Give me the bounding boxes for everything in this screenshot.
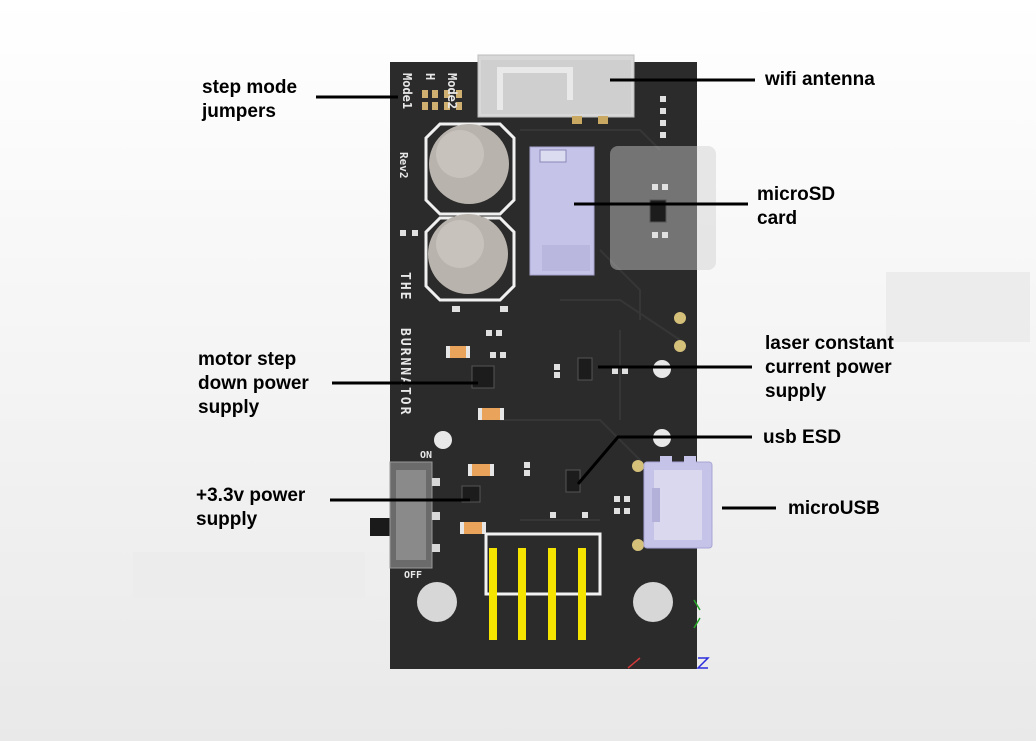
label-step-mode-jumpers: step mode jumpers bbox=[202, 77, 298, 122]
via-pad bbox=[632, 539, 644, 551]
label-microusb: microUSB bbox=[788, 498, 880, 519]
axis-triad bbox=[627, 599, 710, 669]
mounting-hole bbox=[633, 582, 673, 622]
passive bbox=[400, 96, 668, 518]
pin-header bbox=[484, 532, 602, 640]
silk-the: THE bbox=[397, 272, 412, 301]
label-microsd-card: microSD card bbox=[757, 184, 836, 229]
background-patch bbox=[133, 552, 365, 598]
label-usb-esd: usb ESD bbox=[763, 427, 842, 448]
label-motor-supply: motor step down power supply bbox=[198, 349, 309, 418]
via-pad bbox=[674, 340, 686, 352]
leader-lines bbox=[316, 78, 776, 510]
silk-on: ON bbox=[420, 450, 432, 461]
silk-mode1: Mode1 bbox=[400, 73, 414, 109]
silk-burnnator: BURNNATOR bbox=[397, 328, 412, 416]
silk-off: OFF bbox=[404, 570, 422, 581]
background-patch bbox=[886, 272, 1030, 342]
label-33v-supply: +3.3v power supply bbox=[196, 485, 306, 530]
via-pad bbox=[653, 360, 671, 378]
leader-usb-esd bbox=[576, 435, 752, 485]
ic-chip bbox=[461, 199, 667, 503]
via-pad bbox=[434, 431, 452, 449]
smd-component bbox=[448, 346, 502, 534]
pcb-traces bbox=[500, 129, 681, 521]
microsd-slot bbox=[529, 146, 595, 276]
microusb-connector bbox=[643, 456, 713, 549]
mounting-hole bbox=[417, 582, 457, 622]
silk-h: H bbox=[423, 73, 437, 80]
slide-switch bbox=[370, 461, 440, 569]
label-wifi-antenna: wifi antenna bbox=[765, 69, 875, 90]
wifi-antenna bbox=[477, 54, 635, 124]
silk-rev: Rev2 bbox=[397, 152, 410, 179]
smd-component bbox=[446, 346, 504, 534]
via-pad bbox=[632, 460, 644, 472]
label-laser-supply: laser constant current power supply bbox=[765, 333, 894, 402]
via-pad bbox=[674, 312, 686, 324]
capacitor bbox=[424, 122, 516, 302]
step-mode-jumpers bbox=[422, 90, 462, 110]
silk-mode2: Mode2 bbox=[445, 73, 459, 109]
